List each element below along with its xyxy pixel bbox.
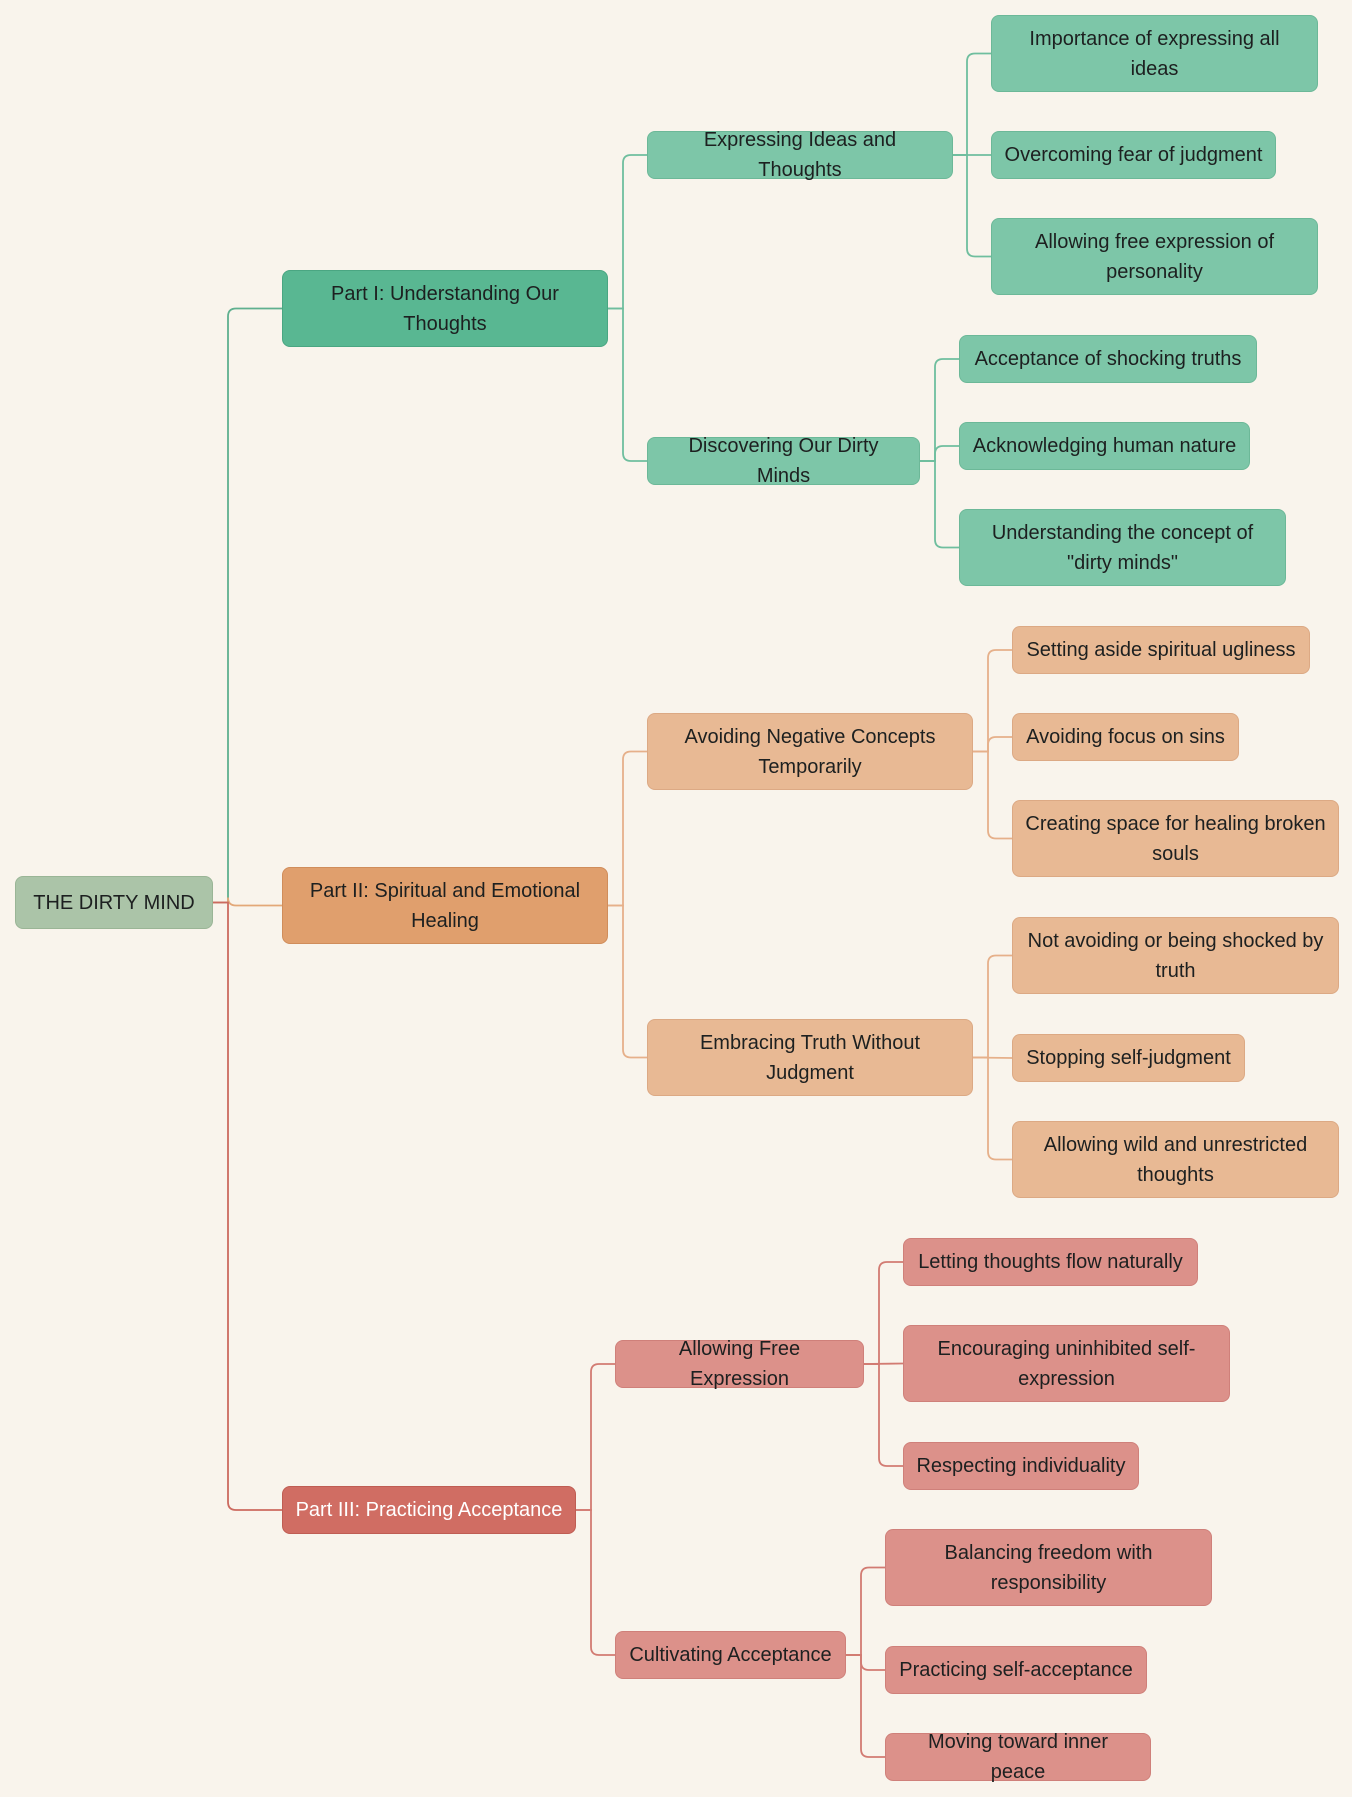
connector-leaf-focus-on-sins: [973, 736, 1012, 753]
leaf-not-avoiding-truth[interactable]: Not avoiding or being shocked by truth: [1012, 917, 1339, 994]
discovering-dirty-minds-node[interactable]: Discovering Our Dirty Minds: [647, 435, 920, 487]
leaf-overcoming-fear[interactable]: Overcoming fear of judgment: [991, 131, 1276, 179]
connector-leaf-dirty-minds-concept: [920, 460, 959, 549]
root-node[interactable]: THE DIRTY MIND: [15, 876, 213, 929]
part-3-node[interactable]: Part III: Practicing Acceptance: [282, 1486, 576, 1534]
connector-leaf-not-avoiding-truth: [973, 954, 1012, 1059]
connector-leaf-human-nature: [920, 445, 959, 462]
connector-part-3-node: [213, 901, 282, 1511]
connector-embracing-truth-node: [608, 904, 647, 1059]
connector-part-1-node: [213, 307, 282, 904]
leaf-shocking-truths[interactable]: Acceptance of shocking truths: [959, 335, 1257, 383]
connector-leaf-wild-thoughts: [973, 1056, 1012, 1161]
connector-part-2-node: [213, 897, 282, 907]
connector-leaf-respecting-individuality: [864, 1363, 903, 1467]
leaf-self-acceptance[interactable]: Practicing self-acceptance: [885, 1646, 1147, 1694]
connector-leaf-self-acceptance: [846, 1654, 885, 1671]
leaf-stopping-self-judgment[interactable]: Stopping self-judgment: [1012, 1034, 1245, 1082]
avoiding-negative-node[interactable]: Avoiding Negative Concepts Temporarily: [647, 713, 973, 790]
connector-allowing-free-expression-node: [576, 1363, 615, 1511]
leaf-thoughts-flow[interactable]: Letting thoughts flow naturally: [903, 1238, 1198, 1286]
connector-discovering-dirty-minds-node: [608, 307, 647, 462]
connector-leaf-spiritual-ugliness: [973, 649, 1012, 753]
connector-leaf-importance-expressing: [953, 52, 991, 156]
embracing-truth-node[interactable]: Embracing Truth Without Judgment: [647, 1019, 973, 1096]
cultivating-acceptance-node[interactable]: Cultivating Acceptance: [615, 1631, 846, 1679]
leaf-spiritual-ugliness[interactable]: Setting aside spiritual ugliness: [1012, 626, 1310, 674]
connector-leaf-freedom-responsibility: [846, 1566, 885, 1656]
connector-leaf-inner-peace: [846, 1654, 885, 1758]
leaf-dirty-minds-concept[interactable]: Understanding the concept of "dirty mind…: [959, 509, 1286, 586]
connector-expressing-ideas-node: [608, 154, 647, 310]
connector-leaf-healing-broken-souls: [973, 750, 1012, 840]
connector-avoiding-negative-node: [608, 750, 647, 907]
connector-leaf-shocking-truths: [920, 358, 959, 462]
leaf-inner-peace[interactable]: Moving toward inner peace: [885, 1731, 1151, 1783]
part-2-node[interactable]: Part II: Spiritual and Emotional Healing: [282, 867, 608, 944]
leaf-importance-expressing[interactable]: Importance of expressing all ideas: [991, 15, 1318, 92]
allowing-free-expression-node[interactable]: Allowing Free Expression: [615, 1338, 864, 1390]
connector-cultivating-acceptance-node: [576, 1509, 615, 1656]
leaf-focus-on-sins[interactable]: Avoiding focus on sins: [1012, 713, 1239, 761]
leaf-uninhibited-expression[interactable]: Encouraging uninhibited self-expression: [903, 1325, 1230, 1402]
leaf-healing-broken-souls[interactable]: Creating space for healing broken souls: [1012, 800, 1339, 877]
leaf-wild-thoughts[interactable]: Allowing wild and unrestricted thoughts: [1012, 1121, 1339, 1198]
leaf-respecting-individuality[interactable]: Respecting individuality: [903, 1442, 1139, 1490]
leaf-human-nature[interactable]: Acknowledging human nature: [959, 422, 1250, 470]
connector-leaf-thoughts-flow: [864, 1261, 903, 1365]
connector-leaf-free-expression-personality: [953, 154, 991, 258]
leaf-freedom-responsibility[interactable]: Balancing freedom with responsibility: [885, 1529, 1212, 1606]
expressing-ideas-node[interactable]: Expressing Ideas and Thoughts: [647, 129, 953, 181]
leaf-free-expression-personality[interactable]: Allowing free expression of personality: [991, 218, 1318, 295]
part-1-node[interactable]: Part I: Understanding Our Thoughts: [282, 270, 608, 347]
